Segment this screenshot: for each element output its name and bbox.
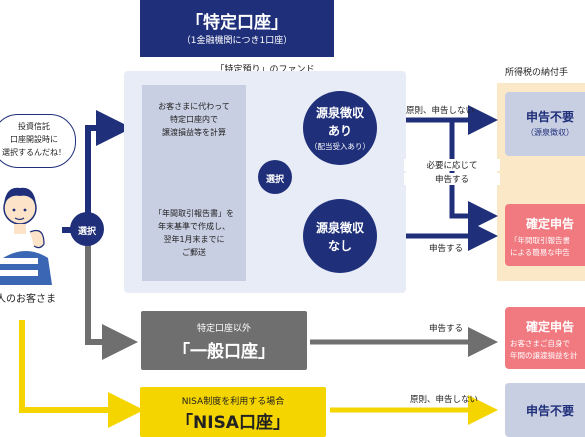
result-no-report-sub: （源泉徴収） <box>526 128 574 137</box>
inner-text-1-line3: 譲渡損益等を計算 <box>162 128 226 137</box>
result-general-final <box>505 307 585 369</box>
tokutei-account-subtitle: （1金融機関につき1口座） <box>181 36 293 46</box>
column-header-tax-payment: 所得税の納付手 <box>505 68 569 78</box>
select-node-panel-label: 選択 <box>265 175 284 185</box>
speech-line1: 投資信託 <box>18 122 50 131</box>
customer-label: 人のお客さま <box>0 294 56 305</box>
label-general-report: 申告する <box>428 324 463 334</box>
general-account-box <box>141 311 307 370</box>
result-final-return <box>505 204 585 266</box>
result-general-final-title: 確定申告 <box>525 320 574 334</box>
flow-arrow-customer-to-nisa <box>19 320 144 428</box>
inner-process-box <box>142 85 246 281</box>
result-general-final-sub1: お客さまご自身で <box>510 339 570 348</box>
tokutei-account-title-box: 「特定口座」 （1金融機関につき1口座） <box>140 0 334 57</box>
withholding-no-line1: 源泉徴収 <box>315 221 364 235</box>
label-no-report: 原則、申告しない <box>405 106 474 116</box>
flow-arrow-yes-to-final <box>449 120 498 231</box>
result-nisa-no-report <box>505 383 585 437</box>
withholding-yes-line3: （配当受入あり） <box>310 142 370 151</box>
result-no-report <box>505 92 585 156</box>
inner-text-1-line2: 特定口座内で <box>170 115 218 124</box>
customer-person-icon <box>0 187 52 285</box>
inner-text-2-line4: ご郵送 <box>182 248 206 257</box>
general-account-title: 「一般口座」 <box>173 342 275 362</box>
withholding-no-node <box>303 199 377 273</box>
inner-text-1-line1: お客さまに代わって <box>158 102 230 111</box>
inner-text-2-line1: 「年間取引報告書」を <box>154 209 234 218</box>
select-node-left <box>70 212 104 246</box>
withholding-yes-node <box>303 91 377 165</box>
withholding-no-line2: なし <box>327 239 352 253</box>
result-final-return-title: 確定申告 <box>525 217 574 231</box>
panel-label: 「特定預り」のファンド <box>215 65 315 75</box>
result-general-final-sub2: 年間の譲渡損益を計 <box>510 351 578 360</box>
tokutei-account-title: 「特定口座」 <box>186 13 288 33</box>
general-account-label: 特定口座以外 <box>196 324 251 334</box>
label-report: 申告する <box>428 244 463 254</box>
inner-text-2-line3: 翌年1月末までに <box>163 235 225 244</box>
speech-line3: 選択するんだね！ <box>2 148 66 157</box>
customer-speech-bubble <box>0 114 76 168</box>
result-no-report-title: 申告不要 <box>525 110 574 124</box>
speech-line2: 口座開設時に <box>10 135 58 144</box>
result-nisa-no-report-title: 申告不要 <box>525 404 574 418</box>
withholding-yes-line2: あり <box>327 124 352 138</box>
select-node-panel <box>258 160 292 194</box>
nisa-account-box <box>140 387 326 437</box>
select-node-left-label: 選択 <box>77 227 96 237</box>
label-report-if-needed-2: 申告する <box>404 173 500 185</box>
label-nisa-no-report: 原則、申告しない <box>409 395 478 405</box>
withholding-yes-line1: 源泉徴収 <box>315 106 364 120</box>
nisa-account-label: NISA制度を利用する場合 <box>181 397 285 407</box>
inner-text-2-line2: 年末基準で作成し、 <box>158 222 230 231</box>
result-final-return-sub2: による簡易な申告 <box>510 248 570 257</box>
flow-arrow-customer-to-general <box>85 230 138 360</box>
label-report-if-needed-1: 必要に応じて <box>404 159 500 171</box>
nisa-account-title: 「NISA口座」 <box>176 413 290 433</box>
result-final-return-sub1: 「年間取引報告書 <box>510 236 570 245</box>
